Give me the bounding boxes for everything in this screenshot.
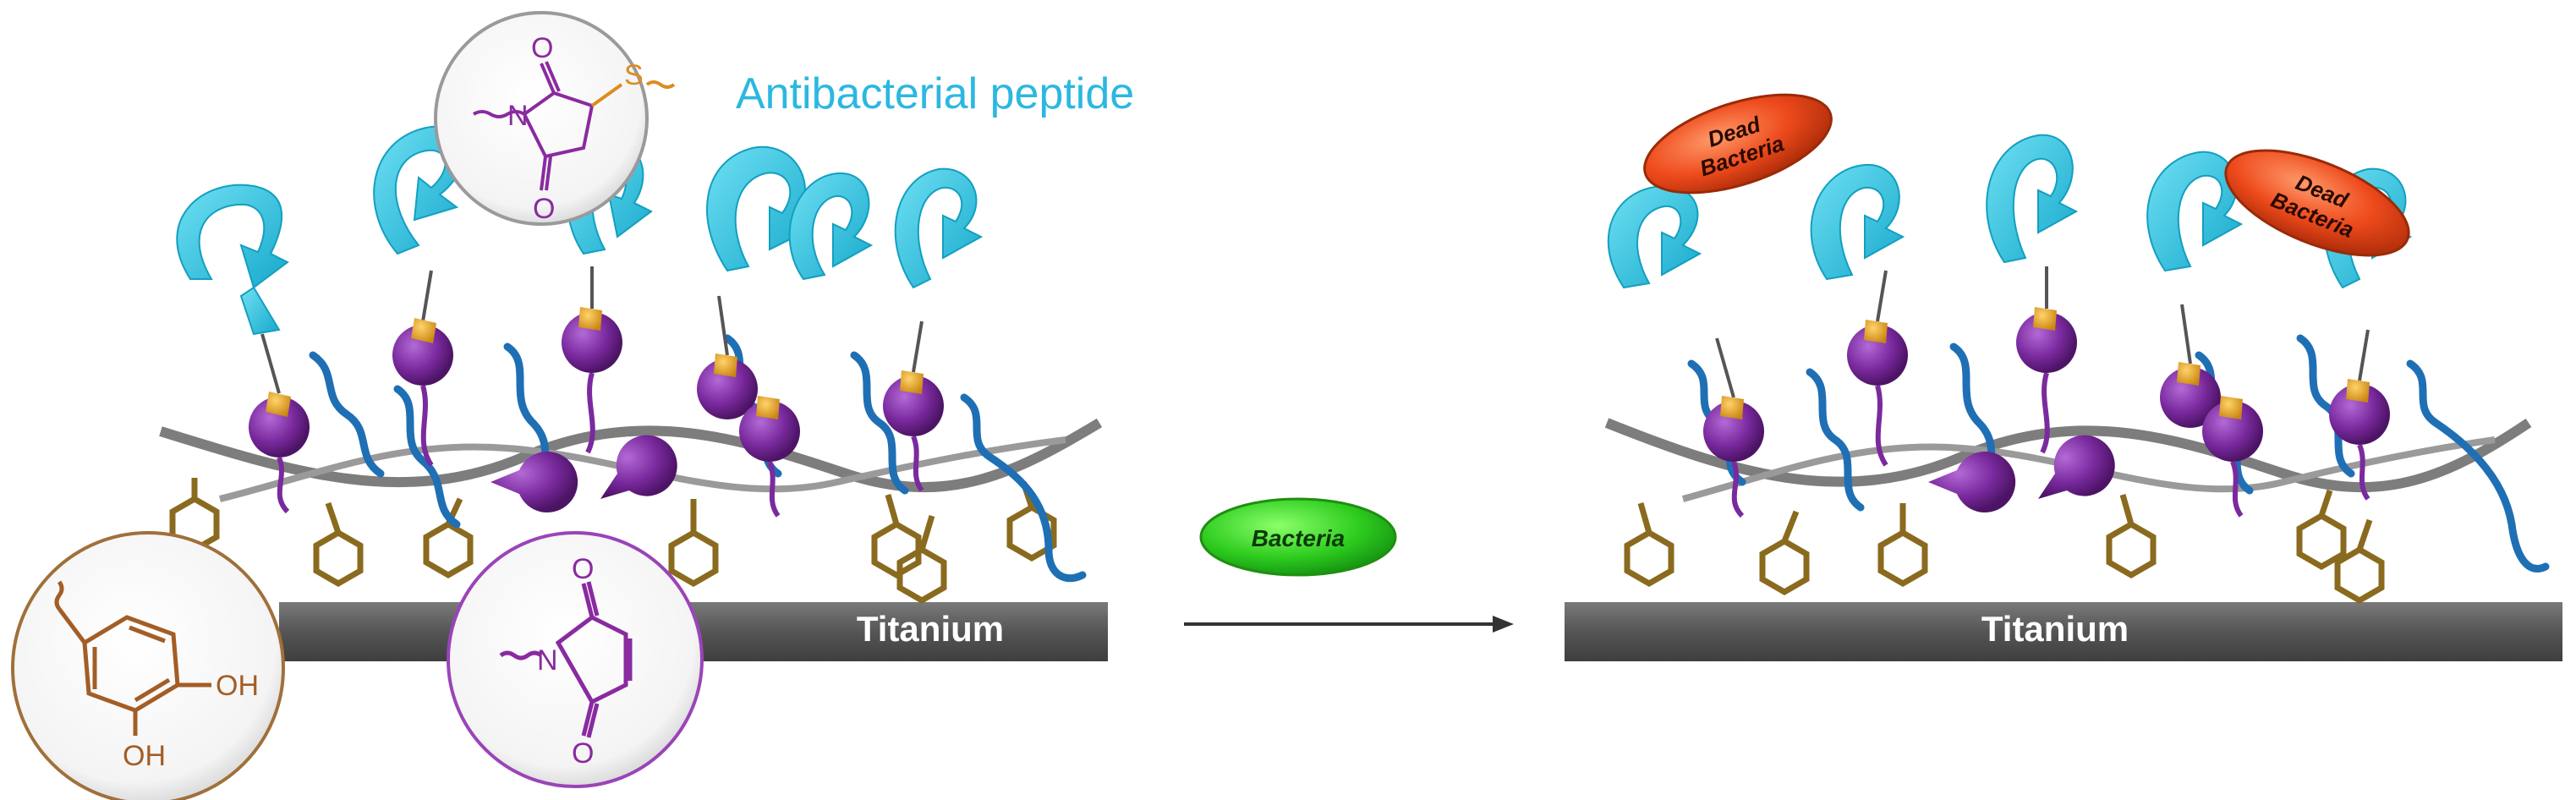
titanium-label: Titanium [1981, 609, 2129, 649]
chem-atom-OH: OH [216, 670, 259, 702]
conjugate [697, 295, 758, 419]
peptide-arrow [2146, 151, 2244, 272]
bacteria-label: Bacteria [1252, 525, 1346, 551]
chem-atom-N: N [537, 644, 558, 677]
process-arrow-head [1493, 616, 1514, 633]
transition: Bacteria [1184, 497, 1514, 633]
catechol-anchor-group [1624, 489, 2385, 605]
right-panel: Titanium [1565, 93, 2562, 661]
conjugate [1703, 337, 1764, 518]
conjugate [2202, 396, 2263, 518]
free-maleimide [1928, 452, 2016, 512]
inset-catechol: OH OH [11, 531, 285, 800]
catechol-ring [2296, 489, 2347, 571]
conjugate [562, 266, 622, 454]
left-panel: Titanium [11, 11, 1134, 800]
free-maleimide [491, 452, 578, 512]
peptide-arrow [239, 286, 281, 336]
catechol-ring [896, 514, 947, 605]
maleimide-peptide-conjugates [1703, 266, 2390, 518]
peptide-arrow [1810, 163, 1905, 281]
peptide-arrow [788, 172, 874, 281]
catechol-ring [1624, 502, 1674, 588]
conjugate [2016, 266, 2077, 454]
catechol-ring [1877, 503, 1928, 588]
chem-atom-O: O [533, 193, 555, 225]
conjugate [392, 270, 453, 467]
catechol-ring [668, 499, 719, 588]
peptide-arrow [373, 125, 465, 255]
peptide-arrow [894, 167, 984, 289]
catechol-ring [313, 501, 364, 588]
chem-atom-O: O [572, 553, 594, 585]
titanium-label: Titanium [857, 609, 1004, 649]
peptide-arrow [176, 184, 289, 289]
peptide-arrow [1607, 184, 1702, 289]
dead-bacteria-1: Dead Bacteria [1643, 93, 1833, 195]
bacteria-cell [1199, 497, 1397, 577]
inset-maleimide: O N O [447, 531, 704, 788]
inset-thioether: O N O S [434, 11, 676, 226]
conjugate [883, 321, 944, 492]
chem-atom-S: S [624, 59, 644, 91]
chem-atom-OH: OH [123, 740, 166, 772]
chem-atom-O: O [531, 32, 553, 64]
peptide-arrow [1986, 134, 2079, 264]
catechol-ring [2106, 494, 2157, 579]
conjugate [739, 396, 800, 518]
maleimide-peptide-conjugates [249, 266, 944, 518]
polymer-backbone [1604, 418, 2532, 493]
conjugate [249, 333, 310, 514]
conjugate [1847, 270, 1908, 467]
free-maleimide [600, 435, 677, 499]
titanium-substrate [1565, 602, 2562, 661]
chem-atom-N: N [507, 100, 529, 132]
conjugate [2160, 304, 2221, 428]
catechol-ring [871, 494, 922, 579]
catechol-ring [2334, 518, 2385, 605]
chem-atom-O: O [572, 737, 594, 770]
conjugate [2329, 329, 2390, 501]
catechol-ring [1759, 510, 1810, 596]
dead-bacteria-2: Dead Bacteria [2224, 149, 2410, 257]
peptide-label: Antibacterial peptide [736, 69, 1134, 118]
polymer-backbone [159, 418, 1103, 493]
free-maleimide [2038, 435, 2115, 499]
